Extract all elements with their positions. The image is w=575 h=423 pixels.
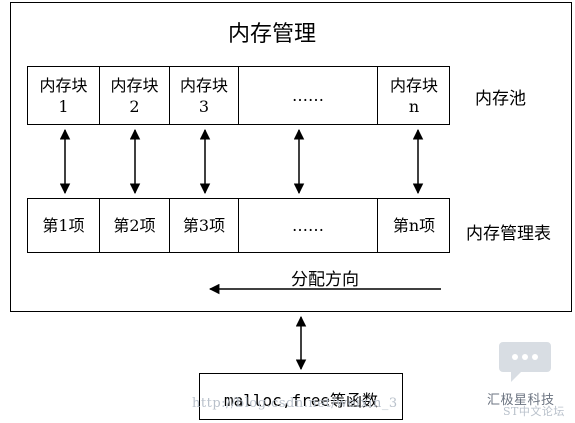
- pool-cell-n: 内存块 n: [378, 67, 450, 124]
- pool-cell-ellipsis: ……: [239, 67, 378, 124]
- table-cell-2: 第2项: [100, 199, 170, 252]
- pool-cell-3: 内存块 3: [170, 67, 239, 124]
- chat-bubble-icon: [499, 342, 551, 382]
- table-cell-n: 第n项: [392, 216, 436, 235]
- pool-cell-2-line2: 2: [129, 96, 140, 116]
- management-table-label: 内存管理表: [466, 224, 551, 244]
- pool-cell-n-line2: n: [408, 96, 420, 116]
- pool-cell-2-line1: 内存块: [110, 75, 159, 95]
- pool-cell-3-line1: 内存块: [179, 75, 228, 95]
- pool-cell-1-line2: 1: [58, 96, 69, 116]
- memory-management-frame: [10, 2, 572, 312]
- pool-cell-2: 内存块 2: [100, 67, 170, 124]
- pool-cell-3-line2: 3: [198, 96, 210, 116]
- pool-cell-n-line1: 内存块: [389, 75, 438, 95]
- watermark-brand: 汇极星科技: [487, 393, 555, 408]
- table-cell-ellipsis: ……: [239, 199, 378, 252]
- api-functions-label: malloc,free等函数: [224, 391, 378, 410]
- table-cell-3: 第3项: [170, 199, 239, 252]
- watermark-brand-sub: ST中文论坛: [503, 405, 565, 418]
- memory-pool-row: 内存块 1 内存块 2 内存块 3 …… 内存块 n: [27, 66, 450, 125]
- watermark-url: http://blog.csdn.net/weixin_3: [192, 396, 398, 411]
- api-functions-box: malloc,free等函数: [199, 373, 403, 420]
- pool-cell-1: 内存块 1: [28, 67, 100, 124]
- memory-pool-label: 内存池: [475, 89, 526, 109]
- table-cell-1: 第1项: [28, 199, 100, 252]
- management-table-row: 第1项 第2项 第3项 …… 第n项: [27, 198, 450, 253]
- allocation-direction-label: 分配方向: [291, 270, 359, 290]
- diagram-title: 内存管理: [228, 22, 317, 47]
- pool-cell-1-line1: 内存块: [39, 75, 88, 95]
- pool-cell-ellipsis-text: ……: [292, 86, 324, 105]
